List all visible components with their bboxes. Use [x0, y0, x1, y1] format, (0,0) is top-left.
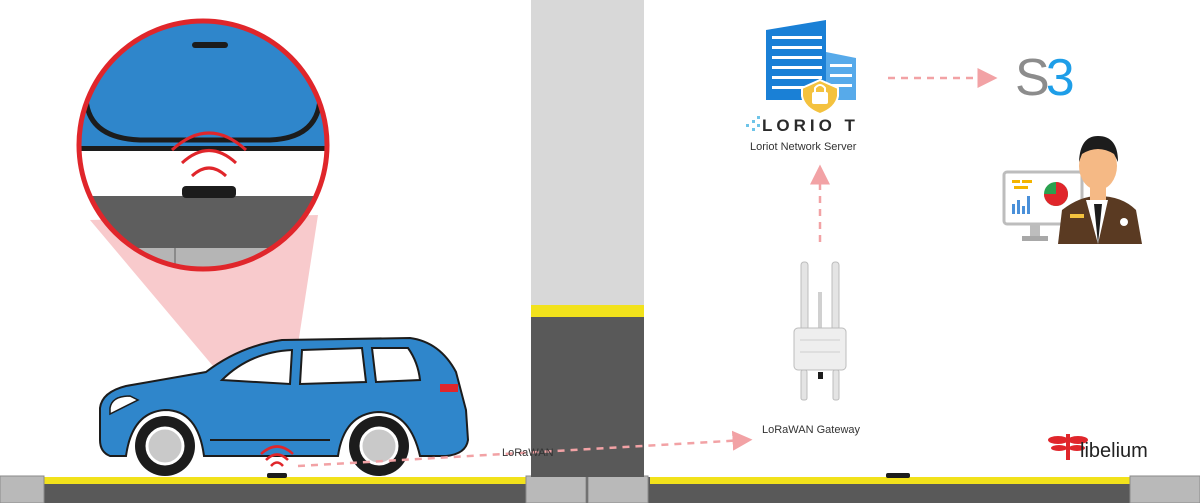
parking-sensor-icon — [886, 473, 910, 478]
building-icon — [766, 20, 856, 100]
s3-logo-left: S — [1015, 49, 1050, 107]
parking-sensor-icon — [260, 445, 294, 478]
s3-logo: S3 — [1015, 48, 1075, 108]
gateway-antenna-icon — [793, 261, 847, 401]
pillar-icon — [531, 0, 644, 477]
server-label: Loriot Network Server — [750, 141, 857, 153]
libelium-logo: libelium — [1080, 440, 1148, 462]
car-icon — [99, 336, 470, 476]
dragonfly-icon — [1048, 434, 1088, 460]
loriot-logo: LORIO T — [762, 116, 859, 135]
gateway-label: LoRaWAN Gateway — [762, 424, 861, 436]
road — [0, 475, 1200, 503]
s3-logo-right: 3 — [1045, 49, 1075, 107]
operator-icon — [1058, 136, 1142, 244]
arrow-icon — [297, 430, 753, 468]
signal-waves-icon — [170, 131, 248, 178]
loriot-logo-dots — [746, 116, 760, 131]
lorawan-link-label: LoRaWAN — [502, 447, 554, 459]
padlock-icon — [801, 78, 839, 116]
